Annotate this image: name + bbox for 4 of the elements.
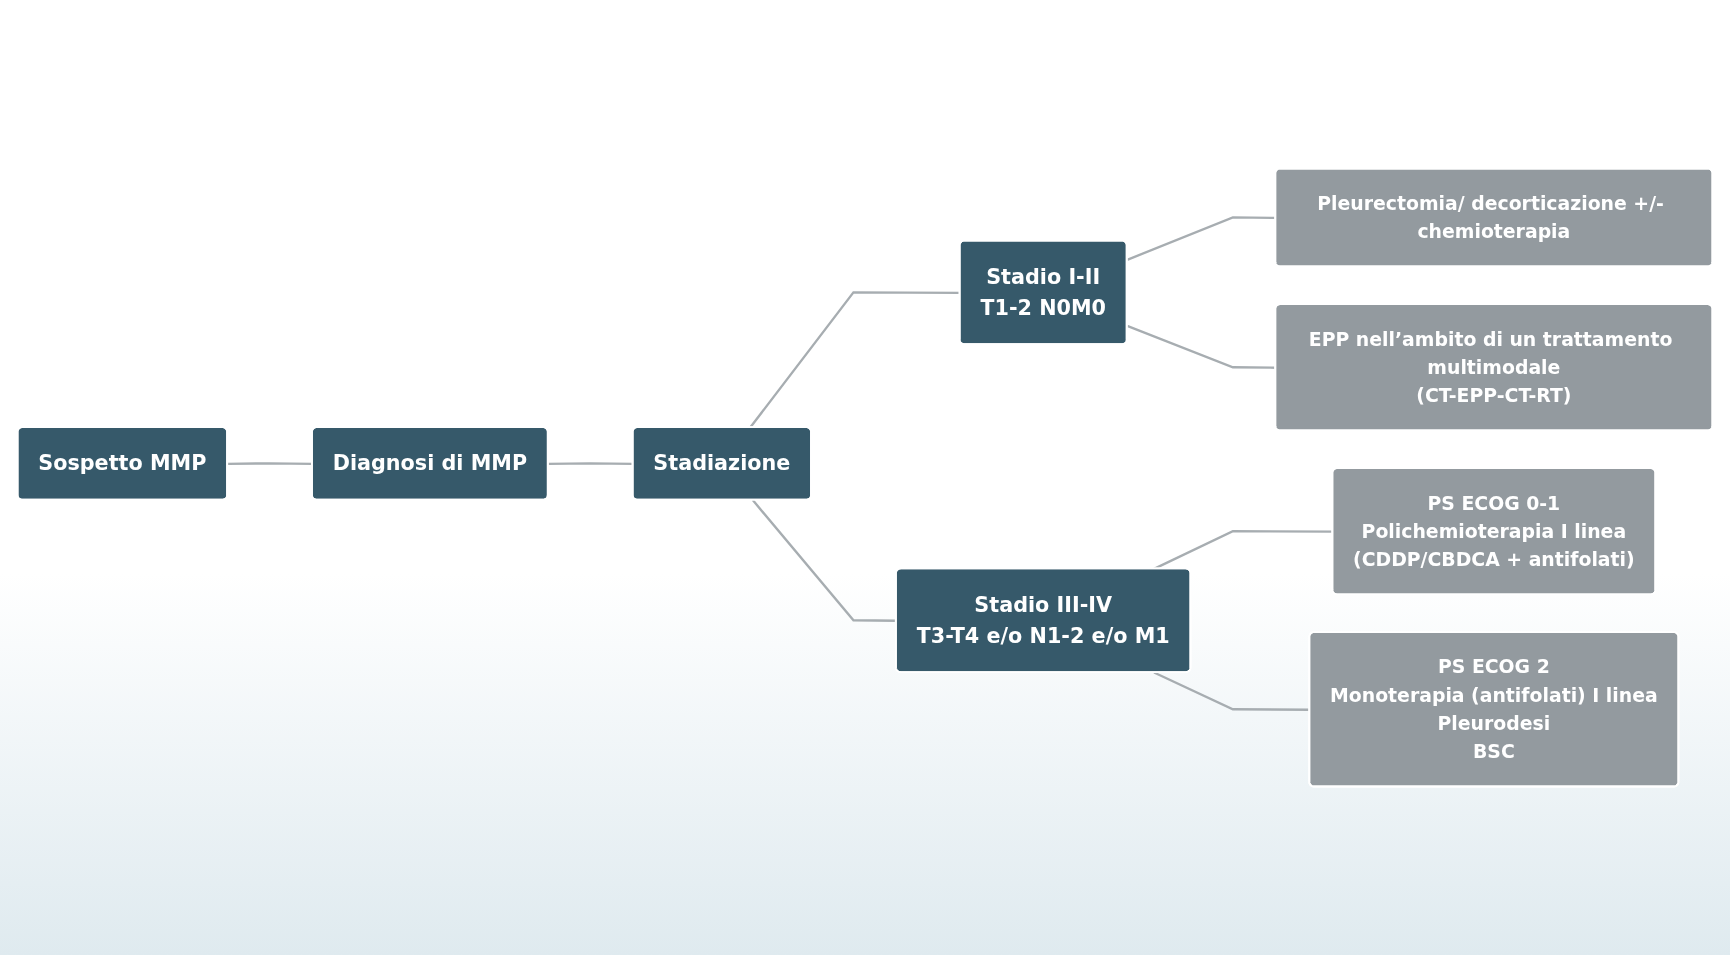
connector: [1126, 216, 1276, 261]
connector: [1126, 324, 1276, 369]
connector: [1153, 530, 1333, 570]
connector: [1153, 671, 1310, 711]
